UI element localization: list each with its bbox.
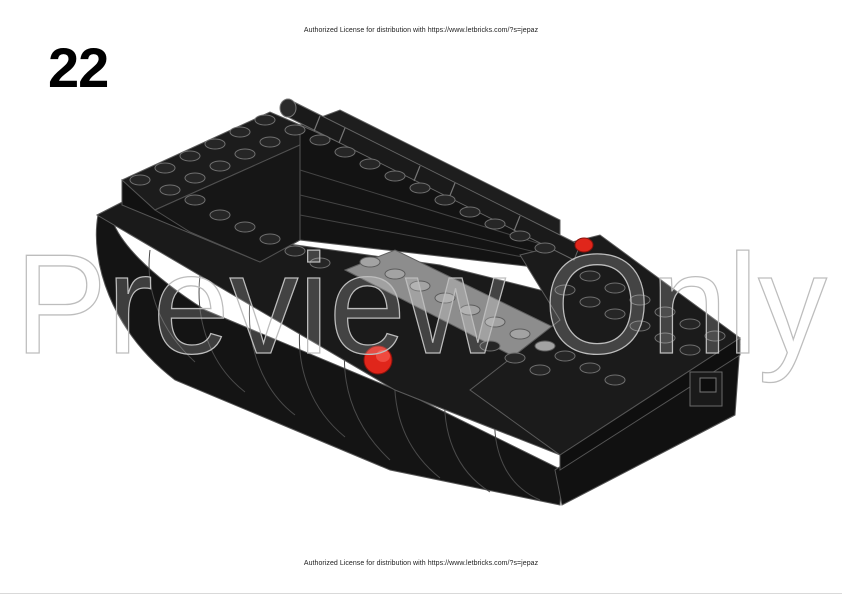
- inner-wall: [153, 144, 301, 263]
- red-pins: [363, 237, 594, 375]
- studs-back: [309, 134, 556, 254]
- step-number: 22: [48, 36, 109, 99]
- page-divider: [0, 593, 842, 594]
- license-footer: Authorized License for distribution with…: [303, 560, 539, 567]
- studs-gray: [359, 256, 556, 352]
- right-platform-side: [559, 337, 741, 471]
- studs-left: [129, 114, 306, 206]
- pipe-assembly: [279, 98, 581, 261]
- studs-front: [209, 209, 331, 269]
- hull-curve: [95, 211, 563, 506]
- license-header: Authorized License for distribution with…: [303, 27, 539, 34]
- studs-right: [479, 270, 726, 386]
